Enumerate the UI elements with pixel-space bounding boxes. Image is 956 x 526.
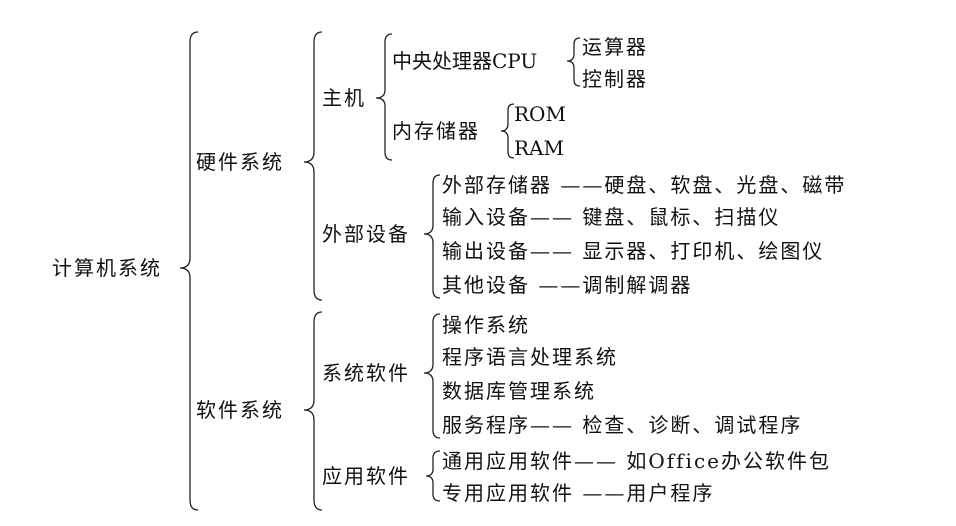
- memory-brace: [500, 103, 515, 159]
- peripheral-item: 其他设备 ——调制解调器: [442, 273, 693, 297]
- root-brace: [179, 31, 199, 511]
- root-label: 计算机系统: [52, 256, 162, 280]
- system-software-item: 服务程序—— 检查、诊断、调试程序: [442, 413, 803, 437]
- cpu-brace: [566, 37, 581, 87]
- hardware-brace: [303, 31, 323, 301]
- memory-item-ram: RAM: [514, 136, 564, 160]
- peripheral-item: 输入设备—— 键盘、鼠标、扫描仪: [442, 205, 781, 229]
- cpu-item-alu: 运算器: [582, 35, 648, 59]
- system-software-label: 系统软件: [322, 361, 410, 385]
- memory-item-rom: ROM: [514, 102, 566, 126]
- hardware-label: 硬件系统: [196, 150, 284, 174]
- host-label: 主机: [322, 86, 366, 110]
- application-software-item: 通用应用软件—— 如Office办公软件包: [442, 449, 831, 473]
- cpu-item-controller: 控制器: [582, 67, 648, 91]
- application-software-brace: [425, 450, 441, 502]
- system-software-item: 数据库管理系统: [442, 379, 596, 403]
- peripheral-brace: [423, 174, 441, 299]
- application-software-item: 专用应用软件 ——用户程序: [442, 481, 715, 505]
- system-software-item: 操作系统: [442, 313, 530, 337]
- peripheral-item: 输出设备—— 显示器、打印机、绘图仪: [442, 239, 825, 263]
- peripheral-label: 外部设备: [322, 222, 410, 246]
- application-software-label: 应用软件: [322, 464, 410, 488]
- system-software-item: 程序语言处理系统: [442, 345, 618, 369]
- host-brace: [375, 33, 393, 161]
- software-brace: [303, 311, 323, 511]
- memory-label: 内存储器: [392, 119, 480, 143]
- software-label: 软件系统: [196, 398, 284, 422]
- peripheral-item: 外部存储器 ——硬盘、软盘、光盘、磁带: [442, 173, 847, 197]
- system-software-brace: [423, 313, 441, 439]
- cpu-label: 中央处理器CPU: [392, 49, 538, 73]
